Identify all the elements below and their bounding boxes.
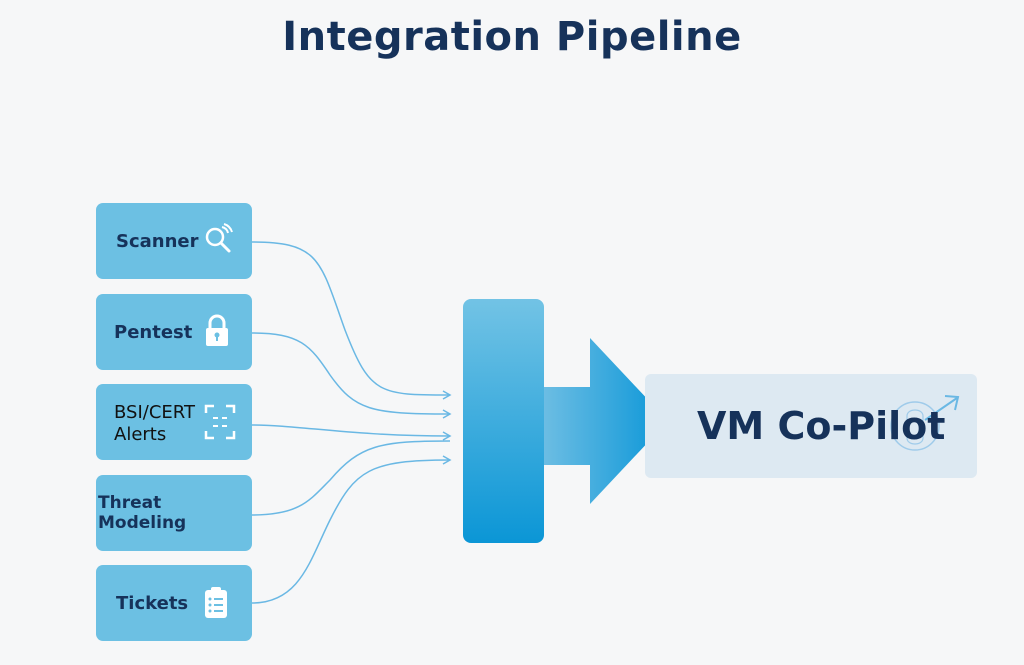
lock-icon xyxy=(204,314,230,352)
integration-hub xyxy=(463,299,544,543)
brain-arrow-icon xyxy=(885,388,965,462)
target-label: VM Co-Pilot xyxy=(697,404,946,448)
source-label: Threat Modeling xyxy=(98,493,187,533)
connector-bsi-cert xyxy=(251,424,452,441)
connector-pentest xyxy=(251,332,452,419)
output-arrow xyxy=(544,338,668,504)
connector-scanner xyxy=(251,241,452,400)
connector-threat-modeling-2 xyxy=(252,440,450,515)
source-label: Scanner xyxy=(116,230,199,252)
diagram-title: Integration Pipeline xyxy=(282,14,742,60)
source-tickets[interactable]: Tickets xyxy=(96,565,252,641)
connector-threat-modeling xyxy=(251,440,451,516)
source-label-line2: Alerts xyxy=(114,424,167,445)
source-label: Pentest xyxy=(114,321,193,343)
clipboard-list-icon xyxy=(204,587,228,623)
search-signal-icon xyxy=(202,223,236,261)
connector-tickets xyxy=(251,455,452,604)
source-scanner[interactable]: Scanner xyxy=(96,203,252,279)
source-pentest[interactable]: Pentest xyxy=(96,294,252,370)
source-label: Tickets xyxy=(116,592,189,614)
source-threat-modeling[interactable]: Threat Modeling xyxy=(96,475,252,551)
scan-frame-icon xyxy=(204,404,236,444)
source-label-line1: BSI/CERT xyxy=(114,402,195,423)
target-vm-copilot[interactable]: VM Co-Pilot xyxy=(645,374,977,478)
source-bsi-cert-alerts[interactable]: BSI/CERT Alerts xyxy=(96,384,252,460)
